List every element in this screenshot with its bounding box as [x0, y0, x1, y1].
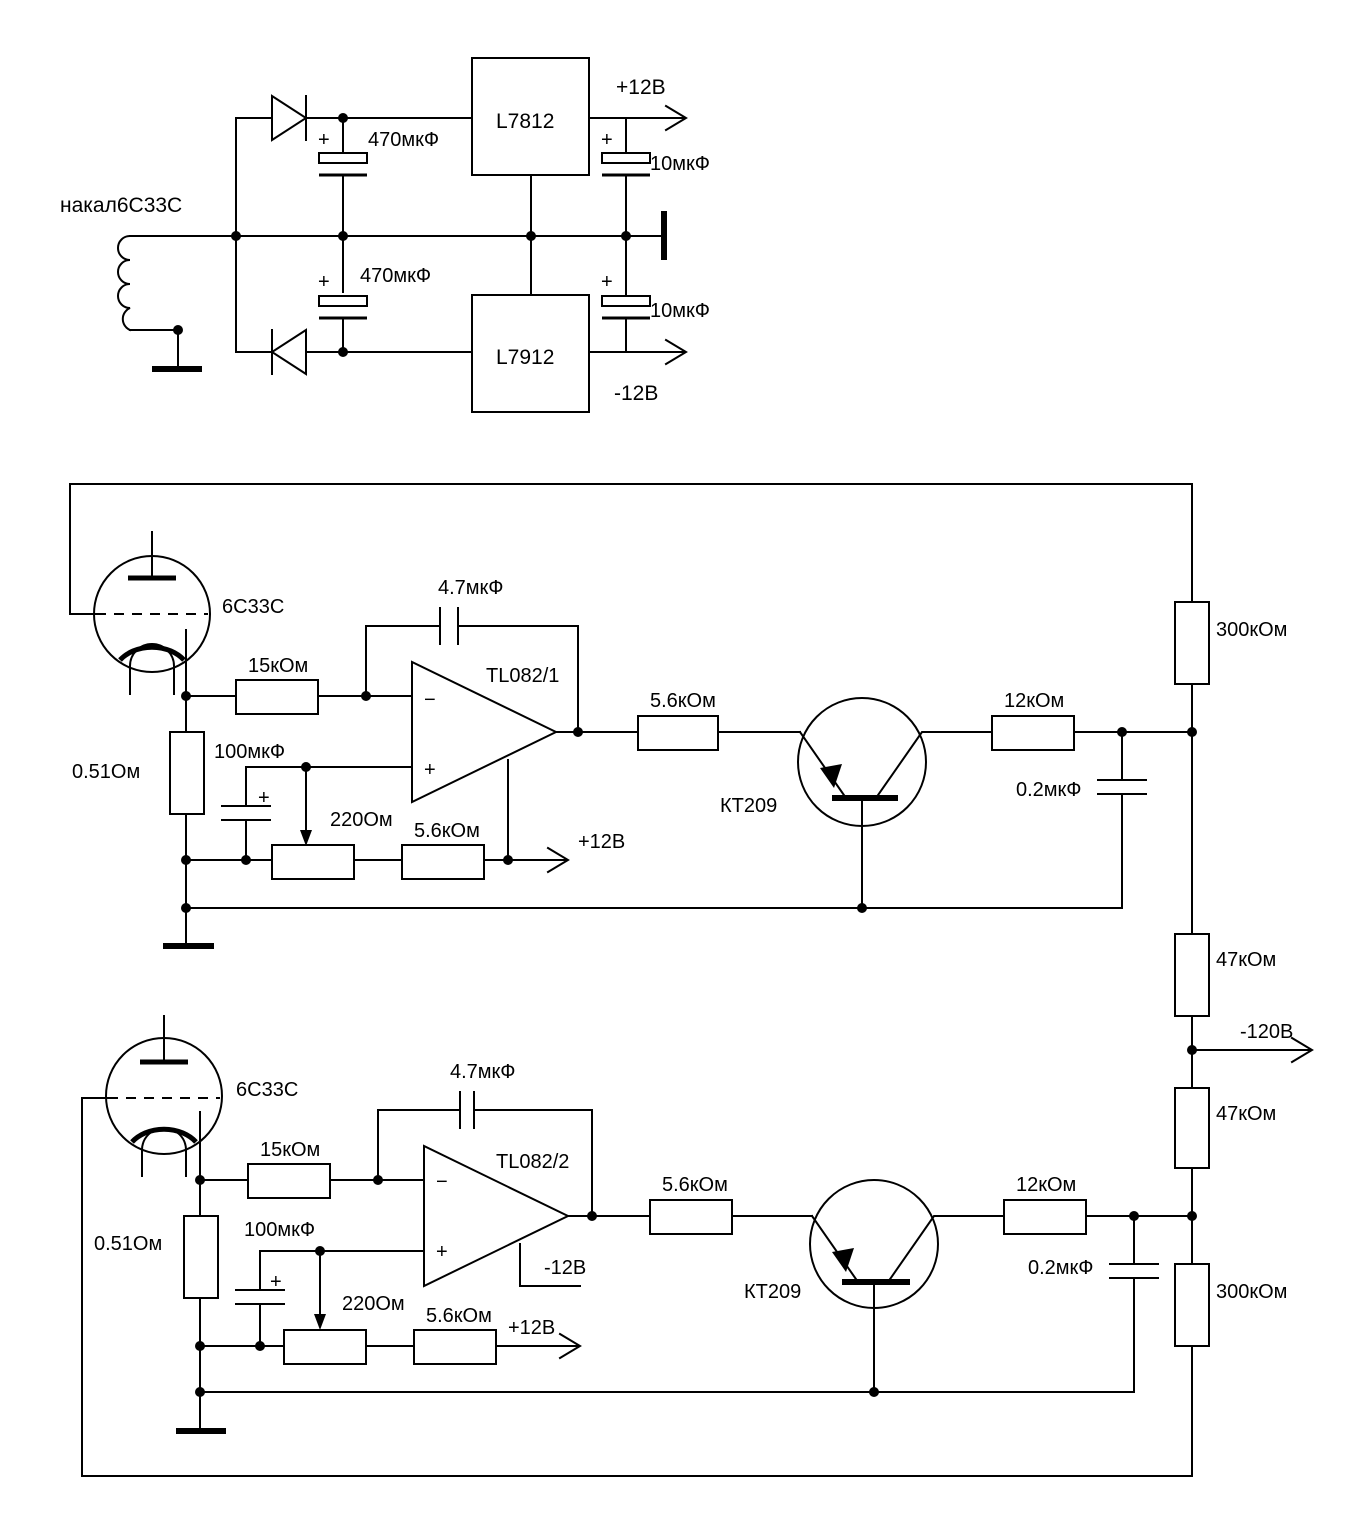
svg-text:+: + [318, 129, 330, 151]
divider: 300кОм 47кОм -120В 47кОм 300кОм [81, 601, 1314, 1477]
tube-2-label: 6С33С [236, 1079, 298, 1101]
svg-text:TL082/1: TL082/1 [486, 665, 559, 687]
svg-text:4.7мкФ: 4.7мкФ [450, 1061, 516, 1083]
svg-text:L7912: L7912 [496, 346, 554, 369]
cap-in-top-label: 470мкФ [368, 129, 439, 151]
svg-text:TL082/2: TL082/2 [496, 1151, 569, 1173]
r-in-1 [235, 679, 319, 715]
svg-text:L7812: L7812 [496, 110, 554, 133]
trimmer-2 [283, 1329, 367, 1365]
cap-out-top-icon [601, 152, 651, 164]
r-div-bottom [1174, 1263, 1210, 1347]
r-cathode-2 [183, 1215, 219, 1299]
r-div-mid-top [1174, 933, 1210, 1017]
svg-text:47кОм: 47кОм [1216, 1103, 1276, 1125]
svg-text:0.2мкФ: 0.2мкФ [1016, 779, 1082, 801]
svg-text:4.7мкФ: 4.7мкФ [438, 577, 504, 599]
svg-text:−: − [436, 1171, 448, 1193]
r-coll-2 [1003, 1199, 1087, 1235]
svg-text:5.6кОм: 5.6кОм [650, 690, 716, 712]
r-div-mid-bottom [1174, 1087, 1210, 1169]
trimmer-1 [271, 844, 355, 880]
cap-out-bottom-icon [601, 295, 651, 307]
svg-text:300кОм: 300кОм [1216, 1281, 1287, 1303]
svg-text:−: − [424, 689, 436, 711]
svg-text:-12В: -12В [544, 1257, 586, 1279]
cap-in-bottom-label: 470мкФ [360, 265, 431, 287]
r-div-top [1174, 601, 1210, 685]
tube-1-label: 6С33С [222, 596, 284, 618]
r-base-2 [649, 1199, 733, 1235]
svg-text:15кОм: 15кОм [248, 655, 308, 677]
r-coll-1 [991, 715, 1075, 751]
r-supply-1 [401, 844, 485, 880]
cap-out-top-label: 10мкФ [650, 153, 710, 175]
r-base-1 [637, 715, 719, 751]
opamp-1 [411, 660, 559, 804]
svg-text:+: + [270, 1271, 282, 1293]
svg-text:КТ209: КТ209 [744, 1281, 801, 1303]
svg-text:+: + [424, 759, 436, 781]
r-cathode-1 [169, 731, 205, 815]
svg-text:+: + [601, 129, 613, 151]
svg-text:47кОм: 47кОм [1216, 949, 1276, 971]
svg-text:КТ209: КТ209 [720, 795, 777, 817]
regulator-7912 [471, 294, 590, 413]
out-pos-label: +12В [616, 76, 666, 99]
svg-text:220Ом: 220Ом [342, 1293, 405, 1315]
svg-text:0.51Ом: 0.51Ом [94, 1233, 162, 1255]
svg-text:0.51Ом: 0.51Ом [72, 761, 140, 783]
diode-top-icon [271, 94, 308, 142]
cap-out-bottom-label: 10мкФ [650, 300, 710, 322]
svg-text:220Ом: 220Ом [330, 809, 393, 831]
out-neg-label: -12В [614, 382, 658, 405]
cap-in-bottom-icon [318, 295, 368, 307]
svg-text:+: + [436, 1241, 448, 1263]
r-in-2 [247, 1163, 331, 1199]
channel-1: 6С33С 15кОм 0.51Ом 4.7мкФ − + TL082/1 + [69, 483, 1193, 949]
svg-text:12кОм: 12кОм [1004, 690, 1064, 712]
svg-text:15кОм: 15кОм [260, 1139, 320, 1161]
svg-text:+: + [318, 271, 330, 293]
svg-text:+: + [258, 787, 270, 809]
svg-text:+12В: +12В [508, 1317, 555, 1339]
svg-text:0.2мкФ: 0.2мкФ [1028, 1257, 1094, 1279]
regulator-7812 [471, 57, 590, 176]
svg-text:300кОм: 300кОм [1216, 619, 1287, 641]
svg-text:100мкФ: 100мкФ [244, 1219, 315, 1241]
svg-text:5.6кОм: 5.6кОм [426, 1305, 492, 1327]
power-supply: накал6С33С + + 470мкФ 470мкФ L7812 [60, 57, 710, 413]
heater-winding [117, 234, 237, 369]
cap-in-top-icon [318, 152, 368, 164]
svg-text:5.6кОм: 5.6кОм [414, 820, 480, 842]
svg-text:5.6кОм: 5.6кОм [662, 1174, 728, 1196]
heater-label: накал6С33С [60, 194, 182, 217]
svg-text:+: + [601, 271, 613, 293]
r-supply-2 [413, 1329, 497, 1365]
opamp-2 [423, 1144, 571, 1288]
diode-bottom-icon [270, 328, 307, 376]
svg-text:12кОм: 12кОм [1016, 1174, 1076, 1196]
svg-text:-120В: -120В [1240, 1021, 1293, 1043]
channel-2: 6С33С 15кОм 0.51Ом 4.7мкФ − + TL082/2 -1… [94, 1015, 1193, 1434]
svg-text:100мкФ: 100мкФ [214, 741, 285, 763]
svg-text:+12В: +12В [578, 831, 625, 853]
